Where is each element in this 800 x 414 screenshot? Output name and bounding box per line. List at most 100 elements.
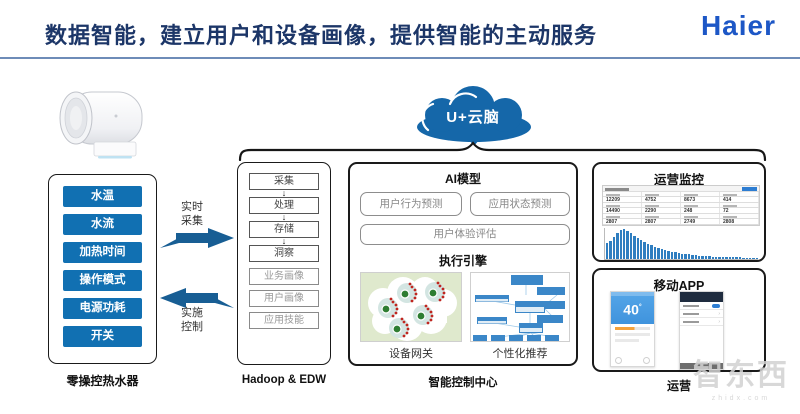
collect-label: 实时采集 bbox=[181, 201, 203, 227]
phone1-footer bbox=[615, 357, 650, 364]
monitor-title: 运营监控 bbox=[653, 173, 704, 187]
ai-control-panel: AI模型 用户行为预测应用状态预测 用户体验评估 执行引擎 bbox=[348, 162, 578, 366]
table-label-cell bbox=[642, 214, 681, 218]
table-value-cell: 2808 bbox=[720, 219, 759, 225]
phone1-screen: 40° bbox=[611, 292, 654, 324]
label-dash bbox=[645, 193, 659, 196]
table-label-cell bbox=[681, 203, 720, 207]
table-toolbar bbox=[603, 186, 759, 192]
chart-bar bbox=[680, 254, 684, 259]
ai-box-prediction: 应用状态预测 bbox=[470, 192, 570, 216]
watermark-logo: 智东西 bbox=[693, 359, 789, 392]
chart-bar bbox=[670, 252, 674, 259]
chart-bar bbox=[650, 245, 653, 259]
ai-box-experience: 用户体验评估 bbox=[360, 224, 570, 245]
device-signal-button: 水流 bbox=[63, 214, 142, 235]
chart-bar bbox=[606, 243, 609, 259]
hadoop-step: 存储 bbox=[249, 221, 319, 238]
down-arrow-icon: ↓ bbox=[281, 212, 287, 222]
label-dash bbox=[606, 204, 620, 207]
chart-bar bbox=[708, 256, 711, 259]
label-dash bbox=[606, 215, 620, 218]
label-dash bbox=[606, 193, 620, 196]
chart-bar bbox=[725, 257, 728, 259]
device-signal-panel: 水温水流加热时间操作模式电源功耗开关 bbox=[48, 174, 157, 364]
gateway-caption: 设备网关 bbox=[389, 348, 433, 360]
chart-bar bbox=[667, 251, 670, 259]
table-value-cell: 72 bbox=[720, 208, 759, 214]
center-caption: 智能控制中心 bbox=[428, 377, 498, 389]
recommendation-caption: 个性化推荐 bbox=[492, 348, 548, 360]
chart-bar bbox=[711, 257, 714, 259]
chart-bar bbox=[732, 257, 735, 259]
chart-bar bbox=[643, 242, 646, 259]
phone1-temperature: 40° bbox=[623, 301, 642, 318]
chart-bar bbox=[646, 244, 650, 259]
device-signal-button: 加热时间 bbox=[63, 242, 142, 263]
phone2-list-row: › bbox=[680, 310, 723, 318]
chart-bar bbox=[694, 255, 697, 259]
table-value-cell: 2807 bbox=[603, 219, 642, 225]
chart-bar bbox=[629, 233, 633, 259]
phone2-footer-bar bbox=[680, 363, 723, 369]
hadoop-caption: Hadoop & EDW bbox=[241, 374, 327, 386]
table-value-cell: 8673 bbox=[681, 197, 720, 203]
chart-bar bbox=[704, 256, 708, 259]
label-dash bbox=[684, 215, 698, 218]
label-dash bbox=[684, 204, 698, 207]
cloud-icon bbox=[417, 86, 531, 146]
ai-box-prediction: 用户行为预测 bbox=[360, 192, 462, 216]
mobile-app-panel: 移动APP 40° › bbox=[592, 268, 766, 372]
table-value-cell: 2290 bbox=[642, 208, 681, 214]
hadoop-step: 采集 bbox=[249, 173, 319, 190]
label-dash bbox=[723, 204, 737, 207]
phone2-row-label bbox=[683, 305, 699, 307]
table-label-cell bbox=[681, 192, 720, 196]
phone2-list-row bbox=[680, 302, 723, 310]
down-arrow-icon: ↓ bbox=[281, 236, 287, 246]
app-title: 移动APP bbox=[653, 279, 705, 293]
engine-title: 执行引擎 bbox=[438, 254, 487, 268]
table-label-cell bbox=[681, 214, 720, 218]
monitor-bar-chart bbox=[604, 228, 759, 260]
table-label-cell bbox=[603, 203, 642, 207]
table-label-cell bbox=[603, 214, 642, 218]
label-dash bbox=[684, 193, 698, 196]
device-signal-button: 水温 bbox=[63, 186, 142, 207]
device-signal-button: 电源功耗 bbox=[63, 298, 142, 319]
chart-bar bbox=[687, 254, 691, 259]
chart-bar bbox=[701, 256, 704, 259]
chart-bar bbox=[616, 233, 619, 259]
table-button-chip bbox=[742, 187, 757, 191]
chart-bar bbox=[633, 236, 636, 259]
water-heater-image bbox=[59, 91, 143, 159]
down-arrow-icon: ↓ bbox=[281, 188, 287, 198]
device-signal-button: 操作模式 bbox=[63, 270, 142, 291]
label-dash bbox=[723, 193, 737, 196]
recommendation-thumbnail bbox=[470, 272, 570, 342]
chart-bar bbox=[619, 230, 623, 259]
chart-bar bbox=[755, 258, 759, 259]
chart-bar bbox=[653, 247, 657, 259]
phone2-row-label bbox=[683, 313, 699, 315]
watermark: 智东西 zhidx.com bbox=[688, 350, 794, 402]
phone1-slider bbox=[615, 327, 650, 330]
table-value-cell: 2749 bbox=[681, 219, 720, 225]
table-value-cell: 4752 bbox=[642, 197, 681, 203]
label-dash bbox=[723, 215, 737, 218]
hadoop-profile: 用户画像 bbox=[249, 290, 319, 307]
phone-screenshot-temperature: 40° bbox=[610, 291, 655, 367]
chart-bar bbox=[697, 256, 701, 259]
chart-bar bbox=[721, 257, 725, 259]
phone2-chevron-icon: › bbox=[718, 319, 720, 325]
hadoop-profile: 业务画像 bbox=[249, 268, 319, 285]
phone2-chevron-icon: › bbox=[718, 311, 720, 317]
chart-bar bbox=[691, 255, 694, 259]
chart-bar bbox=[745, 258, 749, 259]
hadoop-step: 洞察 bbox=[249, 245, 319, 262]
u-plus-cloud: U+云脑 bbox=[398, 84, 548, 146]
